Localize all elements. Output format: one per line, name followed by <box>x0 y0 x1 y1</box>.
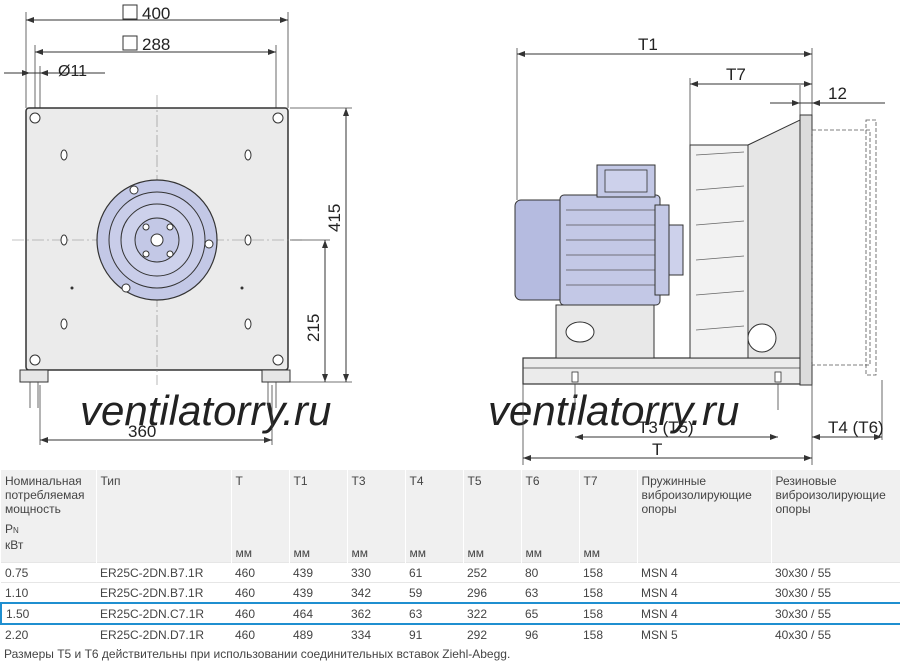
dim-360-label: 360 <box>128 422 156 441</box>
table-cell: 460 <box>231 623 289 644</box>
table-cell: 65 <box>521 602 579 625</box>
dim-t1-label: T1 <box>638 35 658 54</box>
spec-table-section: Номинальная потребляемая мощность PN кВт… <box>0 470 900 667</box>
dim-288-label: 288 <box>142 35 170 54</box>
header-spring-mounts: Пружинные виброизолирующие опоры <box>637 470 772 563</box>
table-cell: 96 <box>521 623 579 644</box>
table-cell: MSN 4 <box>637 602 771 625</box>
dim-400-label: 400 <box>142 4 170 23</box>
table-cell: 61 <box>405 562 463 583</box>
table-cell: 342 <box>347 582 405 603</box>
side-view: T1 T7 12 <box>514 35 885 465</box>
table-cell: 30x30 / 55 <box>771 562 900 583</box>
dim-t-label: T <box>652 440 662 459</box>
table-cell: 158 <box>579 623 637 644</box>
table-cell: 30x30 / 55 <box>771 582 900 603</box>
table-cell: 296 <box>463 582 521 603</box>
table-cell: MSN 4 <box>637 562 771 583</box>
table-cell: 330 <box>347 562 405 583</box>
table-footnote: Размеры T5 и T6 действительны при исполь… <box>4 647 511 661</box>
table-cell: 322 <box>463 602 521 625</box>
dim-215-label: 215 <box>304 314 323 342</box>
table-cell: 460 <box>231 602 289 625</box>
table-cell: 439 <box>289 562 347 583</box>
table-cell: 460 <box>231 562 289 583</box>
dim-12-label: 12 <box>828 84 847 103</box>
header-type: Тип <box>96 470 232 563</box>
technical-drawing: ventilatorry.ru ventilatorry.ru 400 288 … <box>4 4 885 465</box>
header-power: Номинальная потребляемая мощность PN кВт <box>1 470 97 563</box>
table-cell: 0.75 <box>1 562 96 583</box>
table-cell: 439 <box>289 582 347 603</box>
table-cell: 2.20 <box>1 623 96 644</box>
table-cell: ER25C-2DN.D7.1R <box>96 623 231 644</box>
dim-415-label: 415 <box>325 204 344 232</box>
table-cell: 489 <box>289 623 347 644</box>
header-power-unit: кВт <box>5 538 24 552</box>
table-cell: 80 <box>521 562 579 583</box>
watermark-right: ventilatorry.ru <box>488 387 739 434</box>
table-header-row: Номинальная потребляемая мощность PN кВт… <box>1 470 900 563</box>
table-cell: 30x30 / 55 <box>771 602 900 625</box>
table-cell: ER25C-2DN.C7.1R <box>96 602 231 625</box>
table-cell: ER25C-2DN.B7.1R <box>96 582 231 603</box>
spec-table: Номинальная потребляемая мощность PN кВт… <box>0 470 900 644</box>
table-cell: 460 <box>231 582 289 603</box>
dim-t4t6-label: T4 (T6) <box>828 418 884 437</box>
header-rubber-mounts: Резиновые виброизолирующие опоры <box>771 470 900 563</box>
table-cell: 1.50 <box>0 602 96 625</box>
table-cell: 59 <box>405 582 463 603</box>
table-cell: 158 <box>579 562 637 583</box>
front-view: 400 288 Ø11 <box>4 4 352 445</box>
table-cell: 252 <box>463 562 521 583</box>
dim-t7-label: T7 <box>726 65 746 84</box>
table-cell: 63 <box>521 582 579 603</box>
table-cell: 292 <box>463 623 521 644</box>
table-cell: 362 <box>347 602 405 625</box>
table-cell: ER25C-2DN.B7.1R <box>96 562 231 583</box>
table-cell: MSN 5 <box>637 623 771 644</box>
dim-hole-label: Ø11 <box>58 63 87 80</box>
table-cell: MSN 4 <box>637 582 771 603</box>
watermark-left: ventilatorry.ru <box>80 387 331 434</box>
dim-t3t5-label: T3 (T5) <box>638 418 694 437</box>
table-cell: 334 <box>347 623 405 644</box>
table-cell: 40x30 / 55 <box>771 623 900 644</box>
table-cell: 158 <box>579 582 637 603</box>
table-cell: 63 <box>405 602 463 625</box>
table-cell: 1.10 <box>1 582 96 603</box>
table-cell: 158 <box>579 602 637 625</box>
table-cell: 464 <box>289 602 347 625</box>
table-cell: 91 <box>405 623 463 644</box>
